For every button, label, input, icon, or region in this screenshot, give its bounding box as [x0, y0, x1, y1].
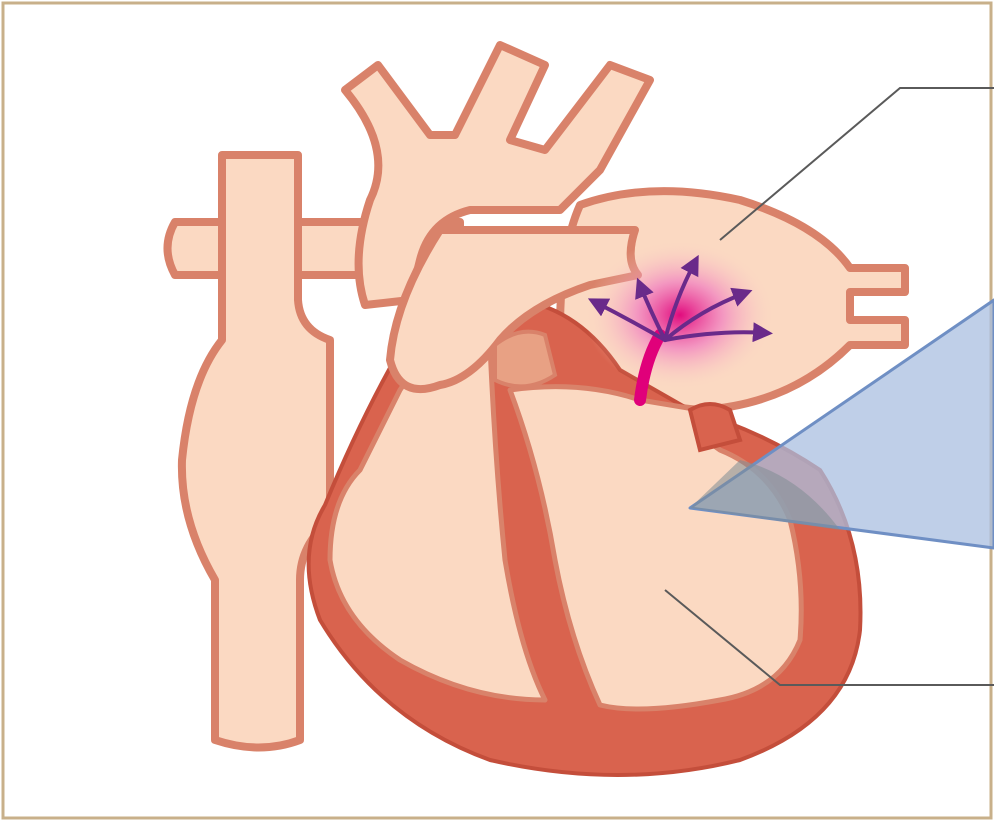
- pulmonary-valve: [495, 332, 555, 387]
